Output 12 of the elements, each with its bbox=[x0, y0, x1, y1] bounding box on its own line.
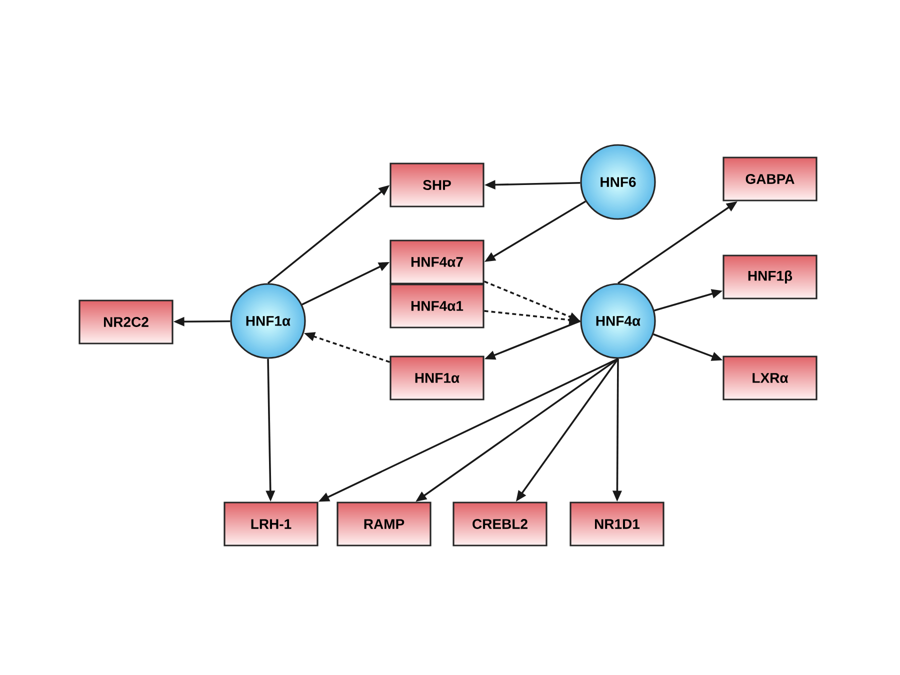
gene-box: RAMP bbox=[336, 502, 432, 546]
gene-box: LRH-1 bbox=[224, 502, 318, 546]
gene-box: HNF1α bbox=[390, 356, 484, 400]
gene-box: HNF4α7 bbox=[390, 240, 484, 284]
gene-box: GABPA bbox=[722, 156, 818, 202]
gene-box: LXRα bbox=[722, 356, 818, 400]
gene-box: CREBL2 bbox=[452, 502, 548, 546]
gene-box: NR1D1 bbox=[570, 502, 664, 546]
gene-box: HNF4α1 bbox=[390, 284, 484, 328]
gene-box: SHP bbox=[390, 162, 484, 208]
gene-box: NR2C2 bbox=[78, 300, 174, 344]
gene-box: HNF1β bbox=[722, 254, 818, 300]
